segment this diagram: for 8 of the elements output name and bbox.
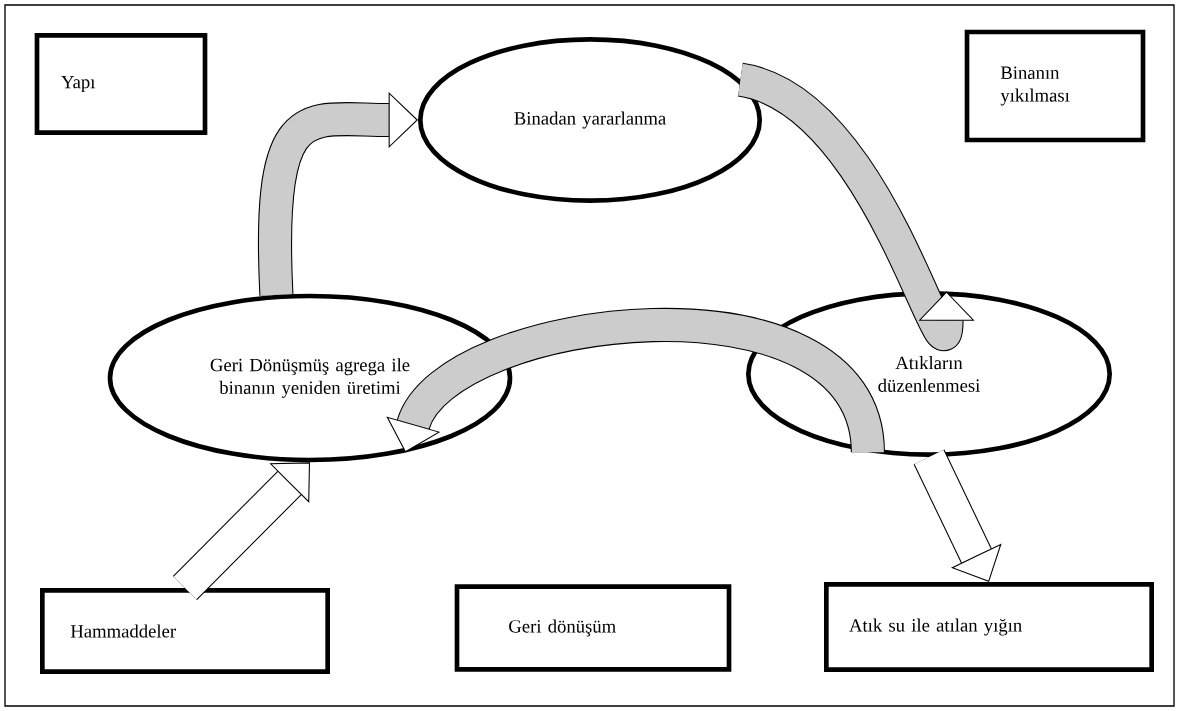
process-box: Binanın yıkılması: [964, 29, 1146, 143]
process-box: Geri dönüşüm: [454, 584, 732, 672]
process-box: Atık su ile atılan yığın: [824, 582, 1154, 672]
block-arrow: [172, 462, 310, 601]
block-arrow: [913, 449, 1002, 582]
curved-arrow: [257, 91, 418, 296]
process-box: Hammaddeler: [40, 588, 330, 674]
process-box: Yapı: [34, 33, 208, 135]
